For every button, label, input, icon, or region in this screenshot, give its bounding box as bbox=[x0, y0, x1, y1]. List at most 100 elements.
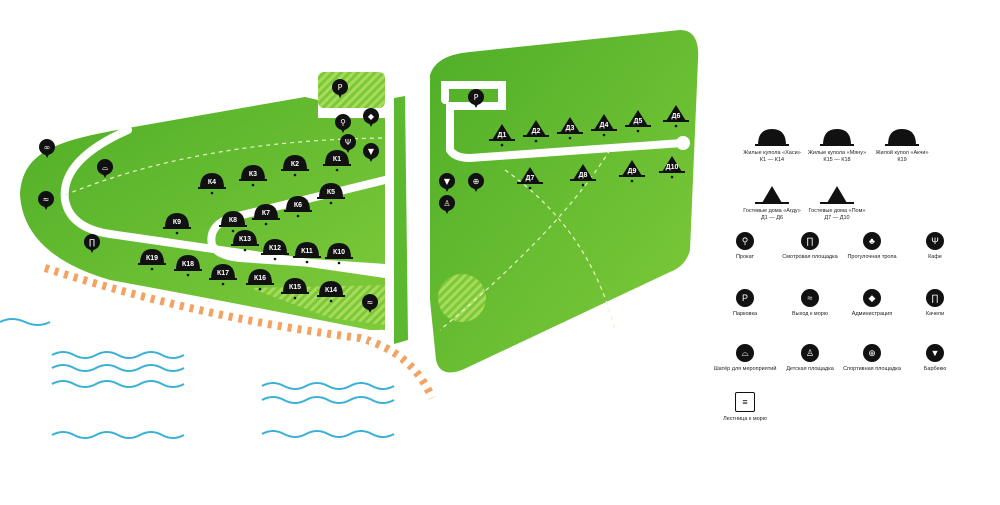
house-marker[interactable]: Д8 bbox=[570, 164, 596, 187]
poi-glyph: ≈ bbox=[367, 298, 374, 307]
dome-marker[interactable]: К11 bbox=[293, 242, 321, 264]
rental-icon[interactable]: ⚲ bbox=[335, 114, 351, 133]
dome-marker[interactable]: К10 bbox=[325, 243, 353, 265]
dome-marker[interactable]: К8 bbox=[219, 211, 247, 233]
dome-shape bbox=[233, 230, 257, 245]
house-label: Д9 bbox=[628, 168, 637, 175]
sea-icon[interactable]: ≈ bbox=[38, 191, 54, 210]
house-marker[interactable]: Д5 bbox=[625, 110, 651, 133]
dome-marker[interactable]: К6 bbox=[284, 196, 312, 218]
house-marker[interactable]: Д1 bbox=[489, 124, 515, 147]
poi-glyph: P bbox=[338, 83, 343, 92]
legend-label: Прогулочная тропа bbox=[847, 254, 897, 260]
house-shape bbox=[666, 105, 686, 121]
house-marker[interactable]: Д2 bbox=[523, 120, 549, 143]
dome-base bbox=[317, 197, 345, 199]
dome-marker[interactable]: К1 bbox=[323, 150, 351, 172]
dome-marker[interactable]: К13 bbox=[231, 230, 259, 252]
dome-base bbox=[252, 218, 280, 220]
poi-glyph: ◆ bbox=[368, 112, 375, 121]
dome-marker[interactable]: К14 bbox=[317, 281, 345, 303]
tent-icon[interactable]: ⌓ bbox=[97, 159, 113, 178]
house-marker[interactable]: Д3 bbox=[557, 117, 583, 140]
legend-label: Лестница к морю bbox=[723, 416, 767, 422]
poi-circle bbox=[38, 191, 54, 207]
dome-marker[interactable]: К7 bbox=[252, 204, 280, 226]
trail-icon: ♣ bbox=[863, 232, 881, 250]
dome-marker[interactable]: К9 bbox=[163, 213, 191, 235]
legend-sport: ⊕Спортивная площадка bbox=[832, 344, 912, 373]
dome-marker[interactable]: К5 bbox=[317, 183, 345, 205]
dome-base bbox=[163, 227, 191, 229]
dome-shape bbox=[165, 213, 189, 228]
house-marker[interactable]: Д7 bbox=[517, 167, 543, 190]
house-marker[interactable]: Д6 bbox=[663, 105, 689, 128]
dome-marker[interactable]: К17 bbox=[209, 264, 237, 286]
poi-circle bbox=[340, 134, 356, 150]
house-base bbox=[523, 135, 549, 137]
dome-marker[interactable]: К16 bbox=[246, 269, 274, 291]
legend-stairs: ≡Лестница к морю bbox=[705, 392, 785, 423]
marker-dot bbox=[636, 129, 640, 133]
poi-pointer bbox=[45, 154, 49, 158]
dome-marker[interactable]: К12 bbox=[261, 239, 289, 261]
house-shape bbox=[492, 124, 512, 140]
legend-admin: ◆Администрация bbox=[832, 289, 912, 318]
viewpoint-icon: ∏ bbox=[801, 232, 819, 250]
dome-label: К6 bbox=[294, 202, 302, 209]
marker-dot bbox=[264, 222, 268, 226]
marker-dot bbox=[337, 261, 341, 265]
poi-pointer bbox=[338, 94, 342, 98]
bbq-icon[interactable]: ▼ bbox=[363, 143, 379, 162]
house-base bbox=[517, 182, 543, 184]
marker-dot bbox=[674, 124, 678, 128]
sea-icon[interactable]: ≈ bbox=[362, 294, 378, 313]
dome-marker[interactable]: К15 bbox=[281, 278, 309, 300]
bbq-icon[interactable]: ▼ bbox=[439, 173, 455, 192]
house-shape bbox=[628, 110, 648, 126]
house-marker[interactable]: Д9 bbox=[619, 160, 645, 183]
poi-circle bbox=[97, 159, 113, 175]
house-label: Д10 bbox=[666, 164, 679, 171]
poi-circle bbox=[84, 234, 100, 250]
sport-icon[interactable]: ⊕ bbox=[468, 173, 484, 192]
stairs-icon[interactable] bbox=[363, 329, 383, 351]
house-base bbox=[591, 129, 617, 131]
marker-dot bbox=[335, 168, 339, 172]
dome-marker[interactable]: К3 bbox=[239, 165, 267, 187]
poi-pointer bbox=[368, 309, 372, 313]
dome-shape bbox=[319, 183, 343, 198]
hatched-zone bbox=[250, 285, 385, 325]
parking-icon[interactable]: P bbox=[332, 79, 348, 98]
dome-marker[interactable]: К19 bbox=[138, 249, 166, 271]
playground-icon[interactable]: ♙ bbox=[439, 195, 455, 214]
cafe-icon[interactable]: Ψ bbox=[340, 134, 356, 153]
dome-label: К7 bbox=[262, 210, 270, 217]
house-marker[interactable]: Д10 bbox=[659, 156, 685, 179]
house-icon bbox=[820, 186, 854, 204]
dome-marker[interactable]: К18 bbox=[174, 255, 202, 277]
view-icon[interactable]: ∞ bbox=[39, 139, 55, 158]
marker-dot bbox=[602, 133, 606, 137]
marker-dot bbox=[528, 186, 532, 190]
legend-dome-a: Жилые купола «Хаси»К1 — К14 bbox=[732, 127, 812, 164]
dome-base bbox=[174, 269, 202, 271]
walking-trails bbox=[64, 137, 616, 331]
admin-icon[interactable]: ◆ bbox=[363, 108, 379, 127]
house-shape bbox=[520, 167, 540, 183]
poi-pointer bbox=[369, 158, 373, 162]
house-marker[interactable]: Д4 bbox=[591, 114, 617, 137]
poi-glyph: ⊕ bbox=[473, 177, 480, 186]
poi-pointer bbox=[103, 174, 107, 178]
house-base bbox=[625, 125, 651, 127]
swing-icon[interactable]: ∏ bbox=[84, 234, 100, 253]
marker-dot bbox=[305, 260, 309, 264]
dome-marker[interactable]: К2 bbox=[281, 155, 309, 177]
dome-label: К18 bbox=[182, 261, 194, 268]
parking-icon[interactable]: P bbox=[468, 89, 484, 108]
dome-label: К19 bbox=[146, 255, 158, 262]
dome-marker[interactable]: К4 bbox=[198, 173, 226, 195]
marker-dot bbox=[258, 287, 262, 291]
dome-base bbox=[246, 283, 274, 285]
poi-circle bbox=[335, 114, 351, 130]
